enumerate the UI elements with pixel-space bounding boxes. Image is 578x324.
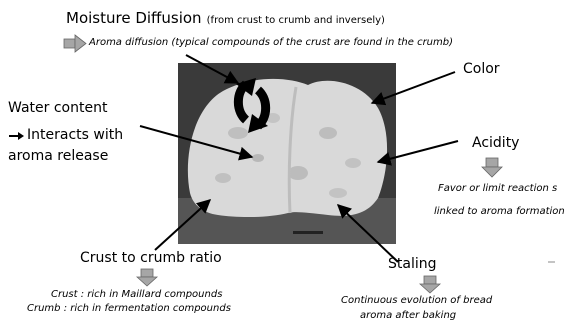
acidity-line2: linked to aroma formation bbox=[434, 206, 565, 217]
crust-line2: Crumb : rich in fermentation compounds bbox=[27, 303, 231, 314]
staling-line2: aroma after baking bbox=[360, 310, 456, 321]
water-line1: Interacts with bbox=[27, 127, 123, 143]
acidity-line1: Favor or limit reaction s bbox=[438, 183, 557, 194]
moisture-title: Moisture Diffusion bbox=[66, 9, 202, 27]
staling-arrow bbox=[338, 205, 398, 262]
acidity-arrow bbox=[378, 141, 458, 162]
aroma-gray-arrow-icon bbox=[64, 35, 86, 52]
acidity-gray-arrow-icon bbox=[482, 158, 502, 177]
crust-title: Crust to crumb ratio bbox=[80, 250, 222, 266]
staling-title: Staling bbox=[388, 256, 437, 272]
crust-line1: Crust : rich in Maillard compounds bbox=[51, 289, 222, 300]
moisture-heading: Moisture Diffusion (from crust to crumb … bbox=[66, 8, 385, 27]
staling-line1: Continuous evolution of bread bbox=[341, 295, 492, 306]
crust-arrow bbox=[155, 200, 210, 250]
bullet-arrow-icon bbox=[9, 132, 24, 140]
aroma-diffusion-text: Aroma diffusion (typical compounds of th… bbox=[89, 37, 453, 48]
water-content-title: Water content bbox=[8, 100, 107, 116]
moisture-subtitle: (from crust to crumb and inversely) bbox=[207, 15, 385, 26]
water-line2: aroma release bbox=[8, 148, 108, 164]
circular-arrows-icon bbox=[236, 78, 268, 133]
acidity-title: Acidity bbox=[472, 135, 519, 151]
color-arrow bbox=[372, 72, 455, 103]
color-title: Color bbox=[463, 61, 500, 77]
moisture-arrow bbox=[186, 55, 238, 83]
staling-gray-arrow-icon bbox=[420, 276, 440, 293]
water-arrow bbox=[140, 126, 252, 157]
crust-gray-arrow-icon bbox=[137, 269, 157, 286]
